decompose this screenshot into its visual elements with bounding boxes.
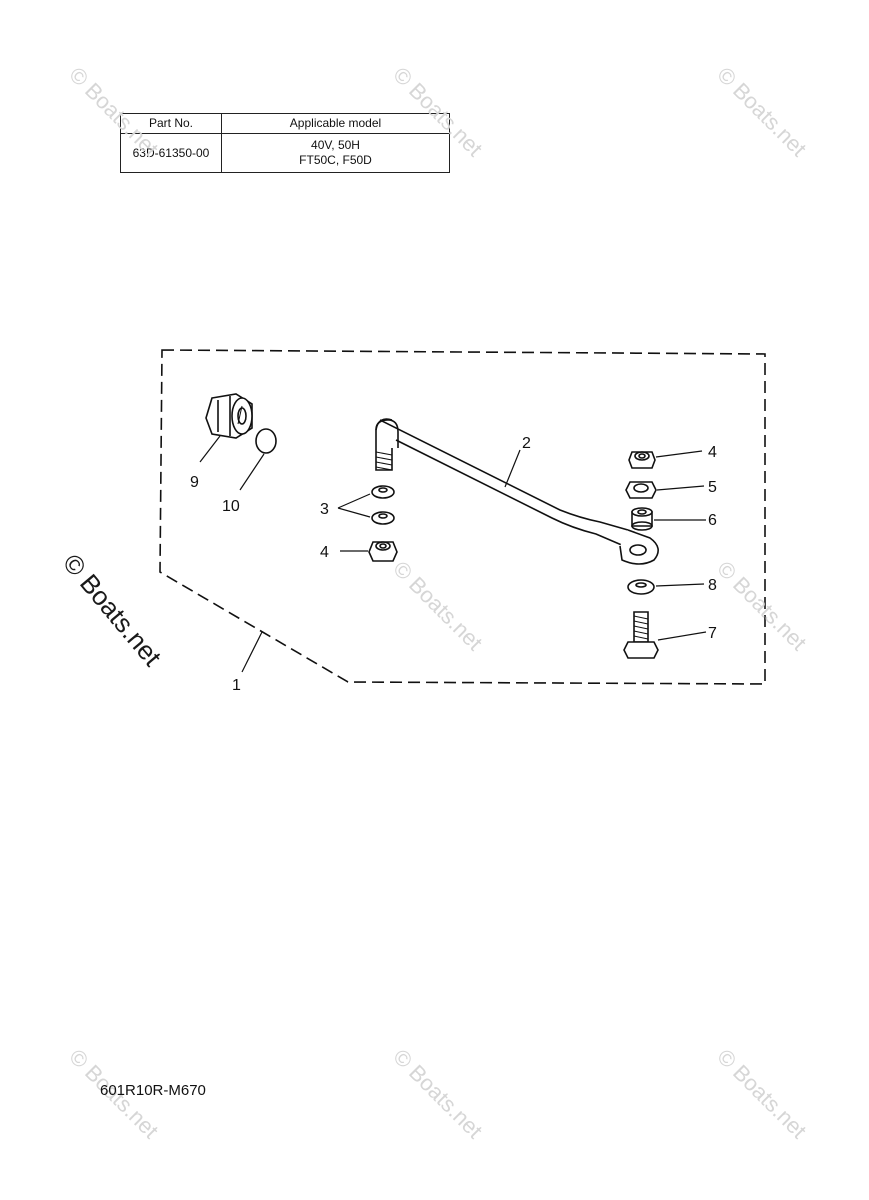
part-4-nut-icon [628, 451, 656, 469]
callout-1: 1 [232, 677, 241, 694]
part-9-fitting-icon [205, 393, 253, 439]
callout-3: 3 [320, 501, 329, 518]
part-8-washer-icon [627, 579, 655, 595]
callout-2: 2 [522, 435, 531, 452]
part-3-washer-icon [371, 485, 395, 525]
parts-table: Part No. Applicable model 63D-61350-00 4… [120, 113, 450, 173]
cell-part-no: 63D-61350-00 [120, 133, 222, 173]
part-10-o-ring-icon [255, 428, 277, 454]
kit-boundary [159, 349, 766, 685]
part-4-nut-icon [368, 541, 398, 562]
cell-models: 40V, 50H FT50C, F50D [221, 133, 450, 173]
callout-5: 5 [708, 479, 717, 496]
drawing-code: 601R10R-M670 [100, 1082, 206, 1099]
part-6-collar-icon [631, 507, 653, 531]
model-line: FT50C, F50D [299, 153, 372, 167]
part-5-nut-icon [625, 481, 657, 499]
callout-7: 7 [708, 625, 717, 642]
model-line: 40V, 50H [311, 138, 360, 152]
callout-4: 4 [708, 444, 717, 461]
callout-4: 4 [320, 544, 329, 561]
callout-9: 9 [190, 474, 199, 491]
part-7-bolt-icon [623, 611, 659, 659]
part-2-steering-rod-icon [375, 418, 659, 565]
table-row: 63D-61350-00 40V, 50H FT50C, F50D [120, 133, 450, 173]
callout-8: 8 [708, 577, 717, 594]
callout-6: 6 [708, 512, 717, 529]
callout-10: 10 [222, 498, 240, 515]
